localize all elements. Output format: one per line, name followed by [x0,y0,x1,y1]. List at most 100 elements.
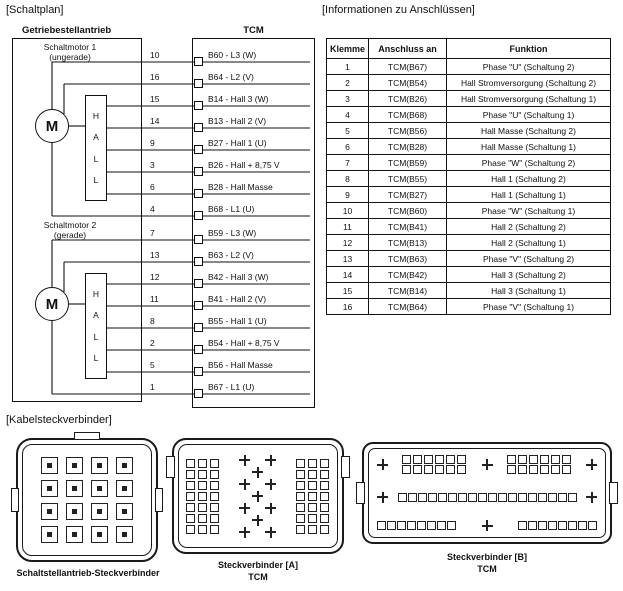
connector-pin [550,465,560,474]
connector-pin [417,492,427,502]
tcm-pin-label: B41 - Hall 2 (V) [207,294,268,304]
tcm-connector-a-caption-line2: TCM [248,572,268,583]
cross-pin [586,491,597,503]
cross-pin [377,491,388,503]
funktion-cell: Hall Masse (Schaltung 1) [446,138,611,155]
connector-pin [437,492,447,502]
anschluss-cell: TCM(B64) [368,298,447,315]
tcm-pin-terminal [194,167,203,176]
connector-pin [537,492,547,502]
klemme-cell: 11 [326,218,369,235]
connector-pin [308,469,317,479]
anschluss-cell: TCM(B41) [368,218,447,235]
tcm-pin-label: B28 - Hall Masse [207,182,274,192]
connector-pin [567,492,577,502]
funktion-cell: Hall Stromversorgung (Schaltung 1) [446,90,611,107]
anschluss-cell: TCM(B60) [368,202,447,219]
tcm-pin-label: B27 - Hall 1 (U) [207,138,268,148]
connector-pin [467,492,477,502]
connector-pin [116,457,133,474]
tcm-pin-label: B67 - L1 (U) [207,382,256,392]
connector-pin [397,492,407,502]
connector-pin [435,455,445,464]
funktion-cell: Hall Stromversorgung (Schaltung 2) [446,74,611,91]
anschluss-cell: TCM(B56) [368,122,447,139]
wire-number: 10 [150,50,160,60]
connector-pin [91,526,108,543]
connector-pin [528,465,538,474]
connector-pin [447,521,456,530]
klemme-cell: 15 [326,282,369,299]
cross-pin [239,454,250,466]
cross-pin [265,454,276,466]
header-funktion: Funktion [446,38,611,59]
klemme-cell: 12 [326,234,369,251]
wire-number: 7 [150,228,155,238]
cross-pin [252,490,263,502]
wire-number: 1 [150,382,155,392]
cross-pin [481,459,493,470]
motor1-symbol: M [35,109,69,143]
cross-pin [377,459,388,470]
tcm-pin-label: B64 - L2 (V) [207,72,255,82]
funktion-cell: Hall 1 (Schaltung 2) [446,170,611,187]
connector-pin [320,502,329,512]
anschluss-cell: TCM(B67) [368,58,447,75]
klemme-cell: 10 [326,202,369,219]
klemme-cell: 6 [326,138,369,155]
connector-pin [198,502,207,512]
connector-pin [447,492,457,502]
tcm-connector-b-caption: Steckverbinder [B] TCM [372,551,602,575]
tcm-pin-terminal [194,323,203,332]
connector-pin [308,491,317,501]
tcm-pin-terminal [194,301,203,310]
motor2-label-line2: (gerade) [53,230,87,241]
connector-pin [457,492,467,502]
connector-pin [210,502,219,512]
anschluss-cell: TCM(B54) [368,74,447,91]
connector-pin [296,469,305,479]
funktion-cell: Hall 3 (Schaltung 1) [446,282,611,299]
connector-pin [320,458,329,468]
mounting-tab [166,456,175,478]
connector-pin [41,526,58,543]
connector-pin [407,521,416,530]
connector-pin [320,513,329,523]
tcm-connector-a-caption-line1: Steckverbinder [A] [217,560,299,570]
klemme-cell: 16 [326,298,369,315]
pin-spacer [252,527,263,538]
mounting-tab [341,456,350,478]
wire-number: 9 [150,138,155,148]
connector-pin [446,465,456,474]
hall-letter: A [93,310,99,321]
connector-pin [186,524,195,534]
wire-number: 12 [150,272,160,282]
tcm-label: TCM [243,25,264,36]
connector-pin [506,455,516,464]
conn-b-top-right-grid [506,455,572,474]
connector-pin [198,458,207,468]
conn-b-mid-row [397,492,577,502]
klemme-cell: 3 [326,90,369,107]
actuator-connector-caption: Schaltstellantrieb-Steckverbinder [16,568,160,578]
conn-a-right-grid [296,458,330,534]
conn-b-mid-band [377,491,597,503]
tcm-pin-terminal [194,123,203,132]
klemme-cell: 2 [326,74,369,91]
tcm-pin-label: B59 - L3 (W) [207,228,258,238]
cross-pin [481,520,493,531]
connector-pin [578,521,587,530]
tcm-pin-terminal [194,235,203,244]
cross-pin [265,478,276,490]
wire-number: 4 [150,204,155,214]
connector-pin [186,480,195,490]
connector-pin [539,455,549,464]
connector-pin [296,502,305,512]
connector-pin [41,503,58,520]
anschluss-cell: TCM(B42) [368,266,447,283]
